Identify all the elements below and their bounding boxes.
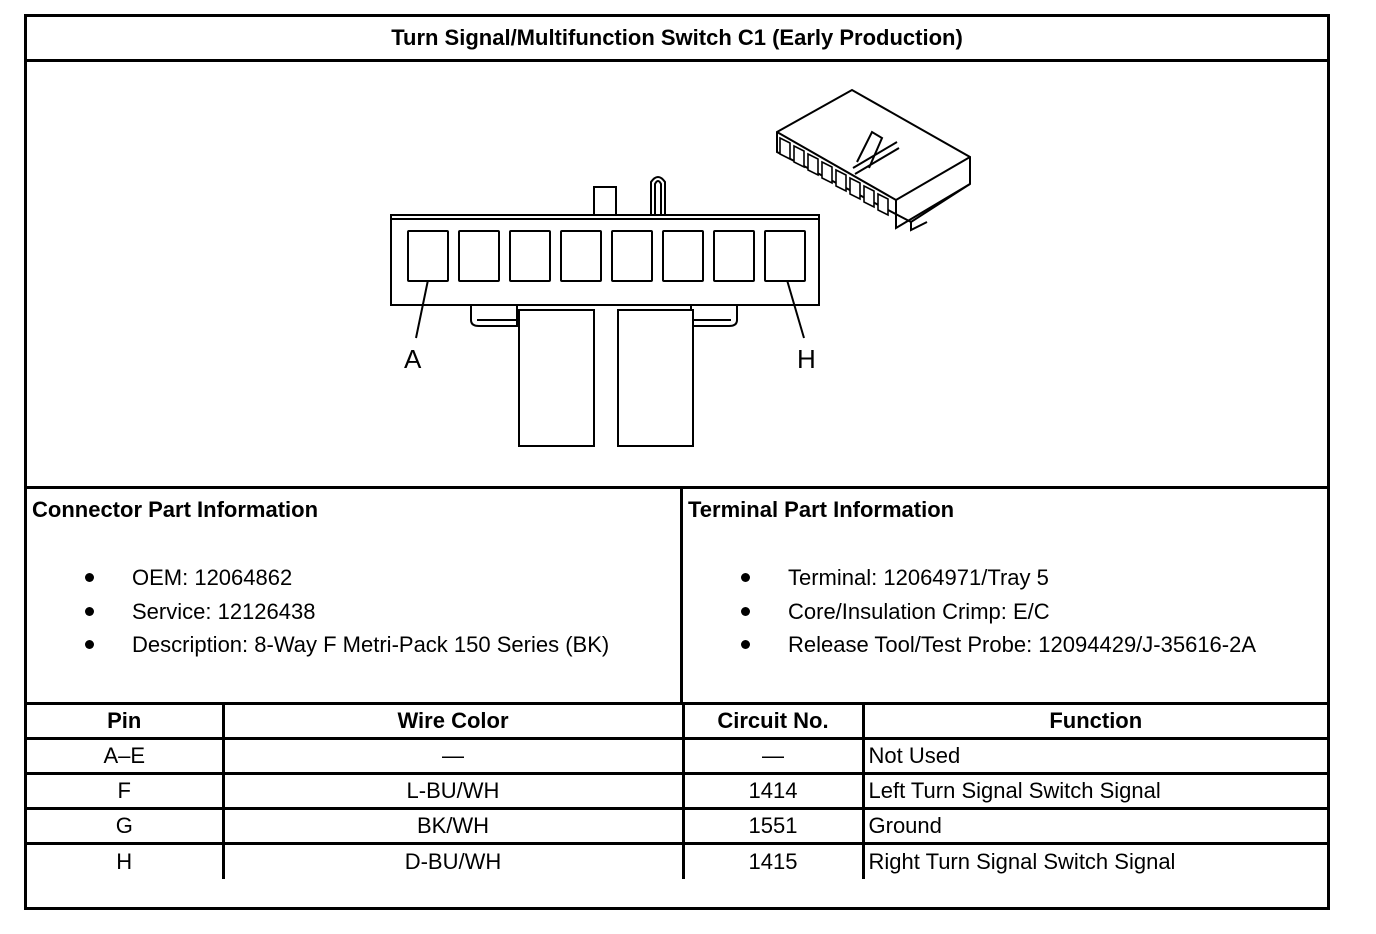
circuit-cell: 1551	[681, 807, 865, 845]
function-cell: Left Turn Signal Switch Signal	[861, 772, 1327, 810]
pin-cavities	[407, 230, 806, 282]
page-title: Turn Signal/Multifunction Switch C1 (Ear…	[27, 17, 1327, 62]
small-connector-cavities	[779, 136, 889, 217]
bullet-icon	[85, 606, 94, 616]
table-row: G BK/WH 1551 Ground	[27, 807, 1327, 845]
column-header: Wire Color	[221, 702, 685, 740]
pin-cell: F	[27, 772, 225, 810]
circuit-cell: —	[681, 737, 865, 775]
function-cell: Ground	[861, 807, 1327, 845]
connector-drawing: A H	[27, 62, 1327, 486]
circuit-cell: 1415	[681, 842, 865, 879]
connector-face-illustration: A H	[390, 88, 971, 447]
pin-cell: G	[27, 807, 225, 845]
function-cell: Right Turn Signal Switch Signal	[861, 842, 1327, 879]
wire-color-cell: L-BU/WH	[221, 772, 685, 810]
pin-label-h: H	[797, 344, 816, 374]
connector-part-info: Connector Part Information OEM: 12064862…	[27, 486, 683, 702]
pin-cell: H	[27, 842, 225, 879]
wire-color-cell: —	[221, 737, 685, 775]
wire-color-cell: D-BU/WH	[221, 842, 685, 879]
table-row: H D-BU/WH 1415 Right Turn Signal Switch …	[27, 842, 1327, 879]
table-row: A–E — — Not Used	[27, 737, 1327, 775]
column-header: Function	[861, 702, 1327, 740]
column-header: Pin	[27, 702, 225, 740]
bullet-icon	[741, 606, 750, 616]
bullet-icon	[741, 640, 750, 649]
bullet-icon	[741, 573, 750, 582]
pin-cell: A–E	[27, 737, 225, 775]
connector-sheet: Turn Signal/Multifunction Switch C1 (Ear…	[24, 14, 1330, 910]
column-header: Circuit No.	[681, 702, 865, 740]
wire-color-cell: BK/WH	[221, 807, 685, 845]
pin-label-a: A	[404, 344, 422, 374]
function-cell: Not Used	[861, 737, 1327, 775]
pin-table: Pin Wire Color Circuit No. Function A–E …	[27, 702, 1327, 879]
circuit-cell: 1414	[681, 772, 865, 810]
table-row: F L-BU/WH 1414 Left Turn Signal Switch S…	[27, 772, 1327, 810]
bullet-icon	[85, 640, 94, 649]
terminal-part-info: Terminal Part Information Terminal: 1206…	[683, 486, 1330, 702]
terminal-info-heading: Terminal Part Information	[688, 497, 955, 522]
bullet-icon	[85, 573, 94, 582]
connector-info-heading: Connector Part Information	[32, 497, 319, 522]
table-header-row: Pin Wire Color Circuit No. Function	[27, 702, 1327, 740]
